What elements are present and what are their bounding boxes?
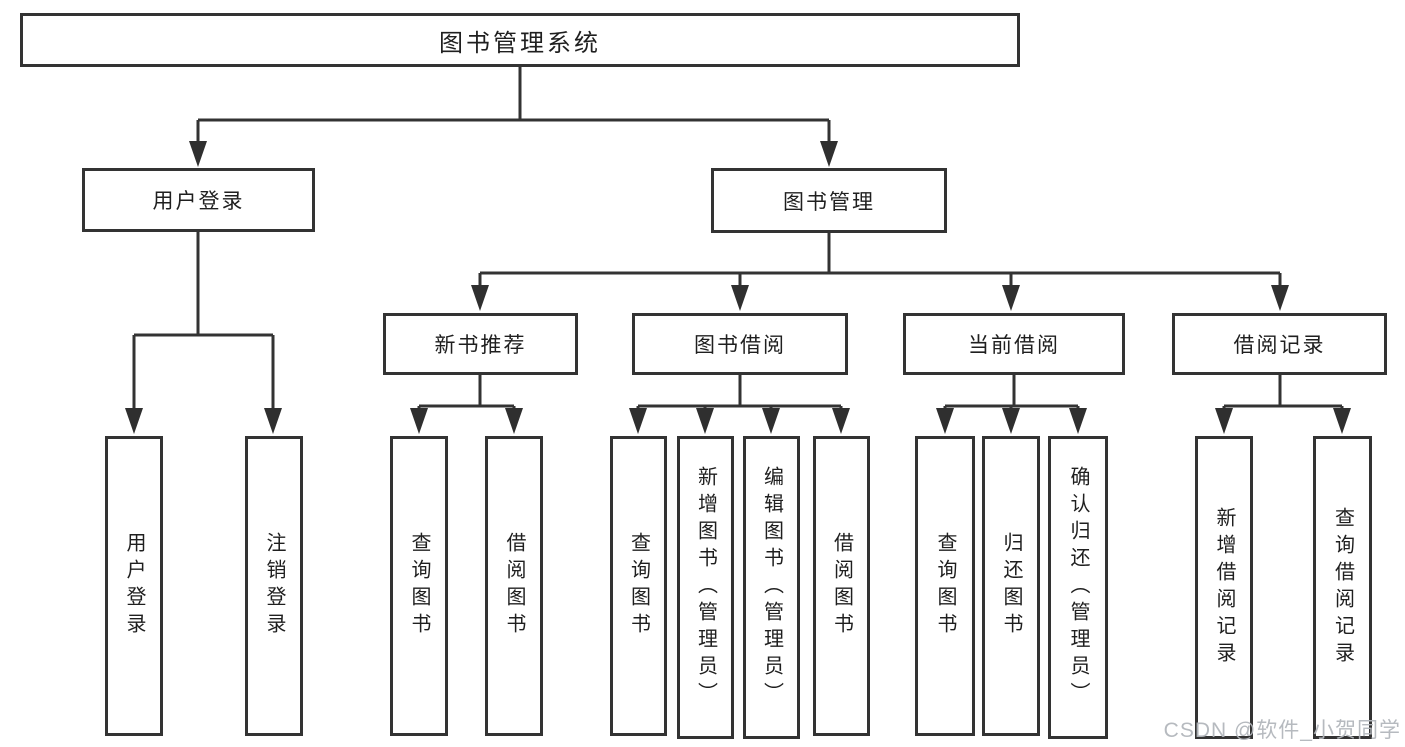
node-borrowing-records: 借阅记录 [1172, 313, 1387, 375]
node-login-action: 用户登录 [105, 436, 163, 736]
node-label: 用户登录 [123, 532, 145, 640]
connector-user-login-children [132, 232, 275, 414]
node-book-borrowing: 图书借阅 [632, 313, 848, 375]
node-user-login: 用户登录 [82, 168, 315, 232]
node-label: 查询借阅记录 [1331, 506, 1354, 669]
connector-borrow-rec-children [1222, 375, 1344, 414]
node-label: 查询图书 [627, 532, 650, 640]
arrowheads [125, 141, 1351, 434]
node-current-query-books: 查询图书 [915, 436, 975, 736]
node-borrowing-borrow-books: 借阅图书 [813, 436, 870, 736]
node-query-borrow-record: 查询借阅记录 [1313, 436, 1372, 739]
connector-book-mgmt-children [478, 233, 1282, 291]
node-label: 查询图书 [934, 532, 956, 640]
node-label: 新增图书（管理员） [694, 466, 717, 709]
node-logout-action: 注销登录 [245, 436, 303, 736]
node-label: 借阅图书 [503, 532, 525, 640]
node-label: 借阅图书 [830, 532, 853, 640]
node-book-management: 图书管理 [711, 168, 947, 233]
node-confirm-return-admin: 确认归还（管理员） [1048, 436, 1108, 739]
node-current-borrowing: 当前借阅 [903, 313, 1125, 375]
connector-book-borrow-children [636, 375, 843, 414]
node-label: 查询图书 [408, 532, 430, 640]
node-label: 编辑图书（管理员） [760, 466, 783, 709]
csdn-watermark: CSDN @软件_小贺同学 [1163, 719, 1401, 742]
node-newrec-borrow-books: 借阅图书 [485, 436, 543, 736]
node-library-management-system: 图书管理系统 [20, 13, 1020, 67]
node-add-books-admin: 新增图书（管理员） [677, 436, 734, 739]
node-newrec-query-books: 查询图书 [390, 436, 448, 736]
node-label: 注销登录 [263, 532, 285, 640]
node-label: 新增借阅记录 [1213, 506, 1235, 669]
node-new-book-recommend: 新书推荐 [383, 313, 578, 375]
node-label: 确认归还（管理员） [1067, 466, 1089, 709]
connector-new-rec-children [417, 375, 516, 414]
node-edit-books-admin: 编辑图书（管理员） [743, 436, 800, 739]
connector-root-to-level1 [196, 67, 831, 147]
node-borrowing-query-books: 查询图书 [610, 436, 667, 736]
node-label: 归还图书 [1000, 532, 1022, 640]
node-add-borrow-record: 新增借阅记录 [1195, 436, 1253, 739]
node-return-books: 归还图书 [982, 436, 1040, 736]
